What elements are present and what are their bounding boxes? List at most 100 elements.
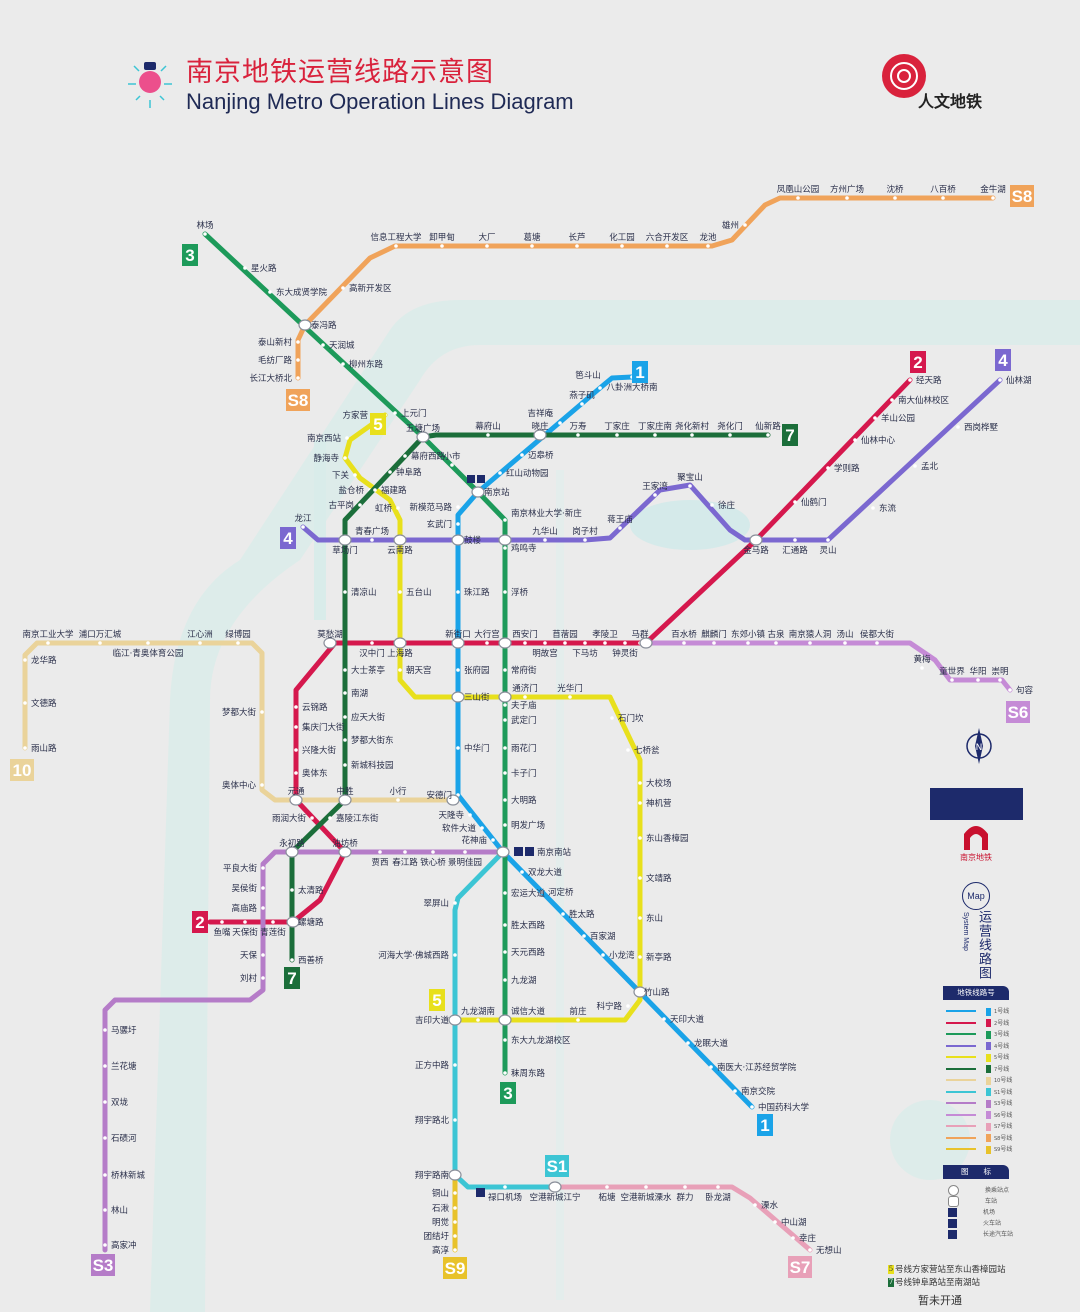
station-label[interactable]: 小龙湾 — [609, 950, 635, 961]
station-dot[interactable] — [913, 464, 917, 468]
station-label[interactable]: 学则路 — [834, 463, 860, 474]
station-label[interactable]: 南大仙林校区 — [898, 395, 950, 406]
station-label[interactable]: 集庆门大街 — [302, 722, 345, 733]
station-label[interactable]: 雄州 — [722, 220, 739, 231]
station-label[interactable]: 百家湖 — [590, 931, 616, 942]
station-label[interactable]: 东流 — [879, 503, 897, 514]
station-dot[interactable] — [301, 525, 305, 529]
station-label[interactable]: 通济门 — [512, 683, 538, 694]
transfer-station-icon[interactable] — [298, 319, 312, 331]
station-label[interactable]: 苜蓿园 — [552, 629, 578, 640]
station-label[interactable]: 刘村 — [240, 973, 258, 984]
transfer-station-icon[interactable] — [548, 1181, 562, 1193]
transfer-station-icon[interactable] — [393, 637, 407, 649]
station-label[interactable]: 岗子村 — [572, 526, 598, 537]
station-dot[interactable] — [638, 801, 642, 805]
station-label[interactable]: 雨花门 — [511, 743, 537, 754]
station-label[interactable]: 毛纺厂路 — [258, 355, 293, 366]
station-dot[interactable] — [388, 470, 392, 474]
station-dot[interactable] — [709, 1065, 713, 1069]
station-dot[interactable] — [261, 886, 265, 890]
station-dot[interactable] — [321, 343, 325, 347]
station-label[interactable]: 西善桥 — [298, 955, 324, 966]
station-dot[interactable] — [261, 906, 265, 910]
station-label[interactable]: 马群 — [631, 629, 649, 640]
station-dot[interactable] — [626, 748, 630, 752]
station-label[interactable]: 仙鹤门 — [801, 497, 827, 508]
station-label[interactable]: 金马路 — [743, 545, 769, 556]
station-label[interactable]: 武定门 — [511, 715, 537, 726]
transfer-station-icon[interactable] — [498, 637, 512, 649]
station-dot[interactable] — [456, 505, 460, 509]
station-dot[interactable] — [503, 1185, 507, 1189]
station-label[interactable]: 大士茶亭 — [351, 665, 385, 676]
station-dot[interactable] — [503, 891, 507, 895]
station-dot[interactable] — [370, 538, 374, 542]
station-dot[interactable] — [626, 1004, 630, 1008]
station-label[interactable]: 马骡圩 — [111, 1026, 137, 1036]
station-dot[interactable] — [23, 746, 27, 750]
station-label[interactable]: 前庄 — [569, 1006, 587, 1017]
transfer-station-icon[interactable] — [639, 637, 653, 649]
station-dot[interactable] — [503, 1071, 507, 1075]
station-label[interactable]: 蒋王庙 — [607, 514, 633, 525]
station-dot[interactable] — [98, 641, 102, 645]
station-label[interactable]: 晓庄 — [531, 421, 549, 432]
station-dot[interactable] — [503, 1038, 507, 1042]
station-label[interactable]: 东山 — [646, 913, 663, 924]
station-dot[interactable] — [453, 1248, 457, 1252]
station-label[interactable]: 西岗桦墅 — [964, 422, 999, 433]
station-label[interactable]: 龙江 — [294, 513, 312, 524]
station-dot[interactable] — [766, 433, 770, 437]
station-dot[interactable] — [453, 901, 457, 905]
station-dot[interactable] — [503, 823, 507, 827]
station-dot[interactable] — [580, 402, 584, 406]
station-label[interactable]: 金牛湖 — [980, 184, 1006, 195]
station-dot[interactable] — [563, 641, 567, 645]
station-label[interactable]: 天隆寺 — [438, 810, 464, 821]
station-label[interactable]: 吉印大道 — [415, 1015, 450, 1026]
station-label[interactable]: 童世界 — [939, 666, 965, 677]
station-label[interactable]: 秣周东路 — [511, 1068, 546, 1079]
station-dot[interactable] — [453, 1063, 457, 1067]
station-label[interactable]: 群力 — [676, 1192, 693, 1203]
station-dot[interactable] — [753, 1203, 757, 1207]
station-label[interactable]: 青莲街 — [260, 927, 286, 938]
station-dot[interactable] — [103, 1100, 107, 1104]
station-label[interactable]: 尧化新村 — [675, 421, 710, 432]
station-dot[interactable] — [343, 668, 347, 672]
transfer-station-icon[interactable] — [338, 846, 352, 858]
station-dot[interactable] — [243, 920, 247, 924]
station-dot[interactable] — [793, 538, 797, 542]
station-label[interactable]: 无想山 — [816, 1245, 842, 1256]
station-dot[interactable] — [271, 920, 275, 924]
station-label[interactable]: 柳州东路 — [349, 359, 384, 370]
station-label[interactable]: 崇明 — [991, 667, 1008, 677]
station-label[interactable]: 铁心桥 — [420, 857, 446, 868]
station-label[interactable]: 麒麟门 — [701, 629, 727, 640]
station-label[interactable]: 大厂 — [478, 232, 495, 243]
station-label[interactable]: 天润城 — [329, 340, 355, 351]
station-dot[interactable] — [808, 641, 812, 645]
station-label[interactable]: 南京交院 — [741, 1086, 776, 1097]
station-label[interactable]: 卸甲甸 — [429, 232, 455, 243]
station-label[interactable]: 景明佳园 — [448, 857, 482, 868]
station-dot[interactable] — [920, 666, 924, 670]
station-dot[interactable] — [796, 196, 800, 200]
station-dot[interactable] — [370, 641, 374, 645]
station-label[interactable]: 汇通路 — [782, 545, 808, 556]
station-dot[interactable] — [873, 416, 877, 420]
station-label[interactable]: 梦都大街东 — [351, 735, 394, 746]
station-label[interactable]: 吉祥庵 — [527, 408, 553, 419]
station-label[interactable]: 林场 — [196, 220, 213, 231]
station-label[interactable]: 六合开发区 — [646, 232, 689, 243]
station-label[interactable]: 沈桥 — [886, 184, 904, 195]
station-dot[interactable] — [343, 763, 347, 767]
station-label[interactable]: 星火路 — [251, 263, 277, 274]
station-label[interactable]: 东大成贤学院 — [276, 287, 328, 298]
station-label[interactable]: 迈皋桥 — [528, 450, 554, 461]
station-dot[interactable] — [450, 463, 454, 467]
station-dot[interactable] — [662, 1017, 666, 1021]
station-dot[interactable] — [583, 538, 587, 542]
station-label[interactable]: 燕子矶 — [569, 390, 595, 401]
